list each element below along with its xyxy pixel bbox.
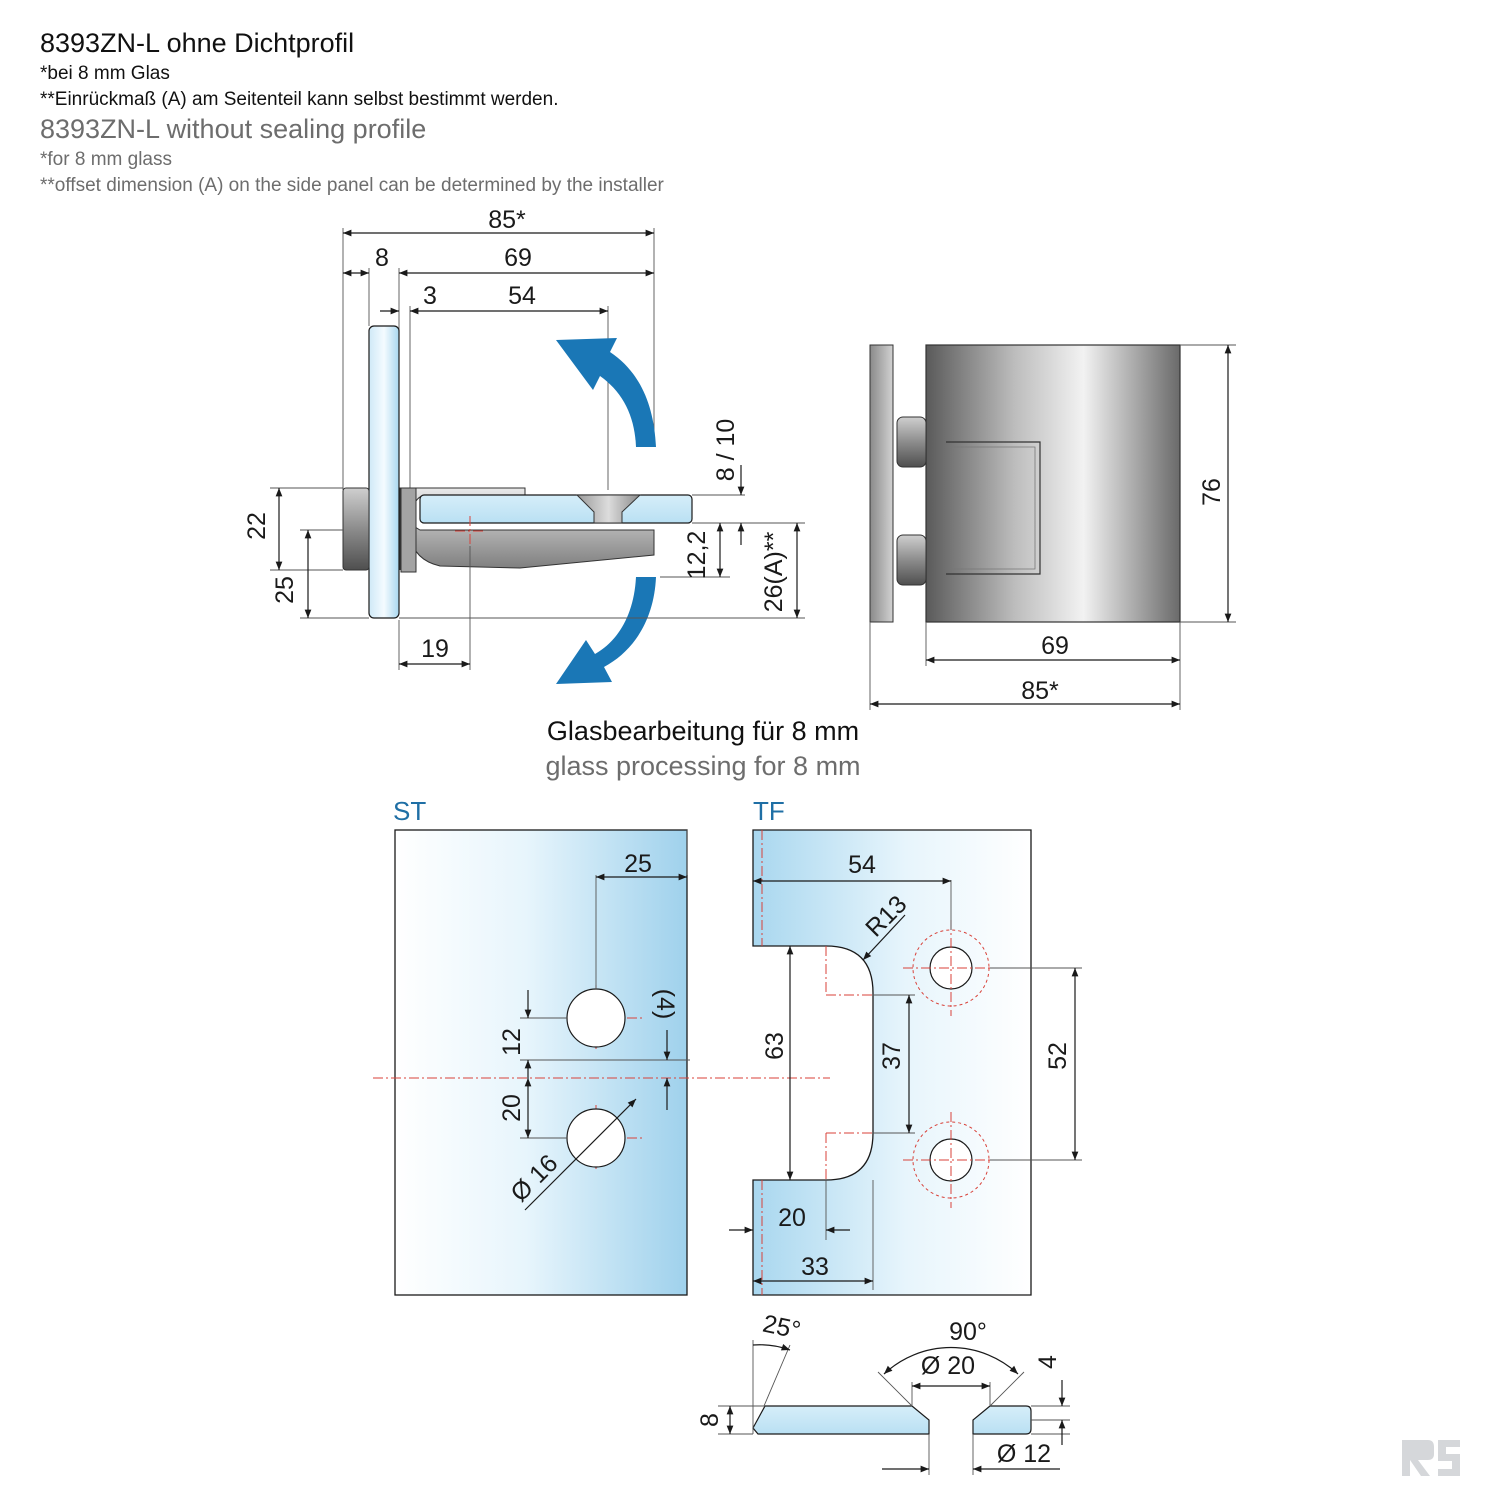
- glass-section-right: [972, 1405, 1032, 1435]
- st-dim-4: (4): [651, 989, 679, 1020]
- dim-26-offset: 26(A)**: [760, 531, 788, 612]
- dim-54-top: 54: [508, 282, 536, 310]
- cs-dim-25deg: 25°: [760, 1310, 803, 1345]
- dim-22: 22: [243, 512, 271, 540]
- countersink-section: 25° 90° Ø 20 4 8 Ø 12: [696, 1310, 1070, 1475]
- tf-dim-33: 33: [801, 1253, 829, 1281]
- st-dim-25: 25: [624, 850, 652, 878]
- brand-logo: [1402, 1440, 1460, 1476]
- note-offset-de: **Einrückmaß (A) am Seitenteil kann selb…: [40, 89, 559, 110]
- note-glass-en: *for 8 mm glass: [40, 149, 172, 170]
- door-glass: [419, 494, 693, 524]
- back-cap: [342, 487, 370, 571]
- tf-dim-54: 54: [848, 851, 876, 879]
- tf-dim-63: 63: [761, 1032, 789, 1060]
- cs-dim-4: 4: [1034, 1355, 1062, 1369]
- title-en: 8393ZN-L without sealing profile: [40, 114, 427, 144]
- dim-total-width: 85*: [488, 206, 526, 234]
- st-dim-12: 12: [498, 1028, 526, 1056]
- countersunk-screw: [575, 494, 642, 524]
- cs-dim-90deg: 90°: [949, 1318, 987, 1346]
- tf-dim-37: 37: [878, 1042, 906, 1070]
- dim-69-front: 69: [1041, 632, 1069, 660]
- st-glass-panel: [394, 829, 688, 1296]
- cap-top: [896, 416, 927, 468]
- tf-label: TF: [753, 796, 785, 826]
- tf-dim-52: 52: [1044, 1042, 1072, 1070]
- st-label: ST: [393, 796, 426, 826]
- front-view: 76 69 85*: [869, 344, 1236, 710]
- st-hole-bottom: [566, 1108, 626, 1168]
- st-panel: ST 25 12 20 (4) Ø 16: [373, 796, 830, 1296]
- cap-bottom: [896, 534, 927, 586]
- side-panel-glass: [368, 325, 400, 619]
- dim-8-10: 8 / 10: [712, 419, 740, 482]
- rotate-up-arrow: [556, 338, 656, 447]
- note-offset-en: **offset dimension (A) on the side panel…: [40, 175, 664, 196]
- side-view: 85* 8 69 3 54 8 / 10 22 25 12,2 26(A)** …: [243, 206, 805, 684]
- hinge-front-body: [925, 344, 1181, 623]
- dim-12-2: 12,2: [683, 531, 711, 580]
- dim-69-top: 69: [504, 244, 532, 272]
- wall-plate: [869, 344, 894, 623]
- tf-dim-20: 20: [778, 1204, 806, 1232]
- cs-dim-d12: Ø 12: [997, 1440, 1051, 1468]
- processing-title-de: Glasbearbeitung für 8 mm: [546, 716, 860, 746]
- processing-title-en: glass processing for 8 mm: [545, 751, 861, 781]
- glass-section-left: [752, 1405, 930, 1435]
- dim-3: 3: [423, 282, 437, 310]
- dim-total-front: 85*: [1021, 677, 1059, 705]
- tf-panel: TF 54 R13 63 37 52 20: [729, 796, 1082, 1296]
- dim-76: 76: [1198, 478, 1226, 506]
- cs-dim-8: 8: [696, 1413, 724, 1427]
- note-glass-de: *bei 8 mm Glas: [40, 63, 170, 84]
- dim-glass-thickness: 8: [375, 244, 389, 272]
- dim-25-side: 25: [271, 576, 299, 604]
- dim-19: 19: [421, 635, 449, 663]
- st-hole-top: [566, 988, 626, 1048]
- title-de: 8393ZN-L ohne Dichtprofil: [40, 28, 355, 58]
- rotate-down-arrow: [556, 577, 656, 684]
- cs-dim-d20: Ø 20: [921, 1352, 975, 1380]
- st-dim-20: 20: [498, 1094, 526, 1122]
